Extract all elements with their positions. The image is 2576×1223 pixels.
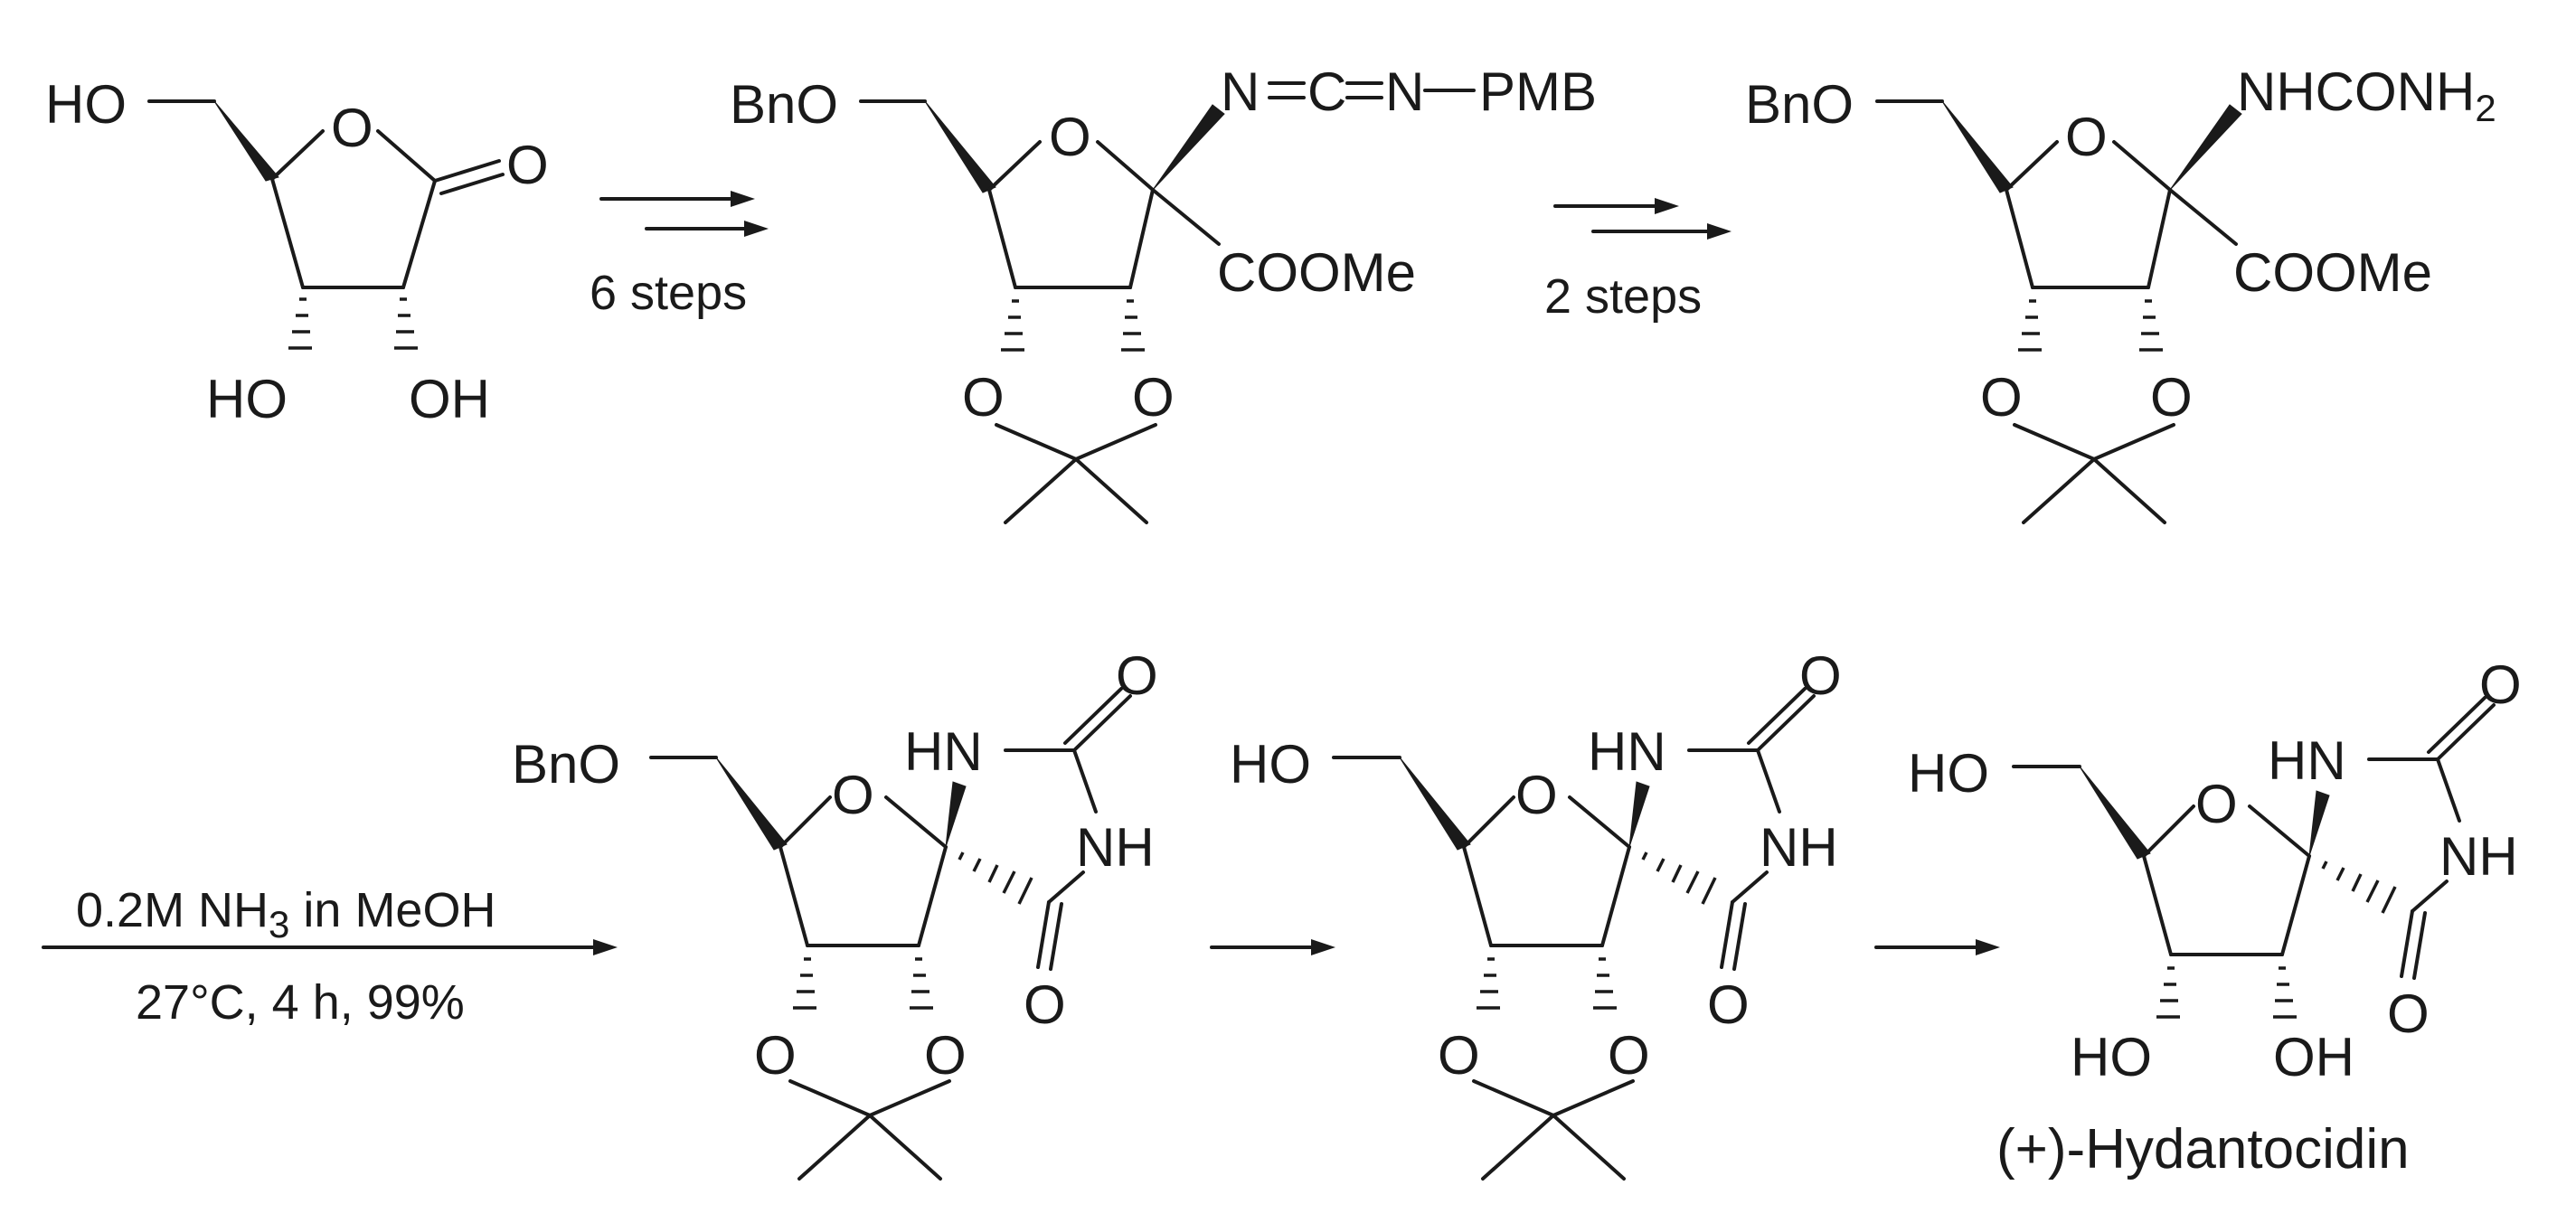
atom-label: COOMe — [2233, 242, 2432, 303]
reaction-arrow-3: 0.2M NH3 in MeOH 27°C, 4 h, 99% — [42, 883, 618, 1030]
hash-bond — [394, 297, 418, 350]
atom-label: O — [2479, 654, 2522, 715]
hash-bond — [2156, 966, 2180, 1019]
atom-label: O — [1438, 1025, 1480, 1086]
atom-label: O — [1707, 974, 1750, 1035]
hash-bond — [910, 957, 933, 1010]
atom-label: O — [1980, 367, 2023, 428]
atom-label: O — [2150, 367, 2193, 428]
hash-bond — [288, 297, 312, 350]
atom-label: HN — [2268, 730, 2346, 791]
hash-bond — [2273, 966, 2297, 1019]
hash-bond — [1121, 299, 1145, 352]
compound-3-urea: BnO O NHCONH2 COOMe O O — [1745, 61, 2496, 524]
atom-label: PMB — [1479, 61, 1597, 122]
atom-label: O — [754, 1025, 797, 1086]
atom-label: NH — [1760, 817, 1838, 878]
atom-label: N — [1385, 61, 1424, 122]
atom-label: NH — [2439, 826, 2518, 887]
reaction-arrow-1: 6 steps — [590, 191, 769, 320]
hash-bond — [2321, 861, 2397, 914]
atom-label: O — [1608, 1025, 1650, 1086]
atom-label: O — [2065, 107, 2108, 167]
atom-label: O — [832, 765, 874, 825]
compound-6-hydantocidin: HO O HN O NH O HO OH (+)-Hydantocidin — [1908, 654, 2522, 1181]
atom-label: HO — [206, 369, 288, 429]
reaction-arrow-2: 2 steps — [1544, 198, 1731, 324]
atom-label: N — [1221, 61, 1260, 122]
compound-2-carbodiimide: BnO O N C N PMB COOMe O O — [730, 61, 1597, 524]
atom-label: OH — [2273, 1027, 2354, 1087]
hash-bond — [1641, 851, 1717, 905]
atom-label: O — [962, 367, 1005, 428]
atom-label: C — [1307, 61, 1346, 122]
condition-label: 6 steps — [590, 266, 747, 320]
hash-bond — [958, 851, 1033, 905]
atom-label: O — [1049, 107, 1091, 167]
condition-label: 27°C, 4 h, 99% — [136, 975, 465, 1030]
hash-bond — [1477, 957, 1500, 1010]
hash-bond — [1001, 299, 1024, 352]
condition-label: 2 steps — [1544, 269, 1702, 324]
hash-bond — [2139, 299, 2163, 352]
atom-label: HN — [904, 721, 983, 782]
atom-label: O — [1132, 367, 1175, 428]
atom-label: BnO — [1745, 74, 1854, 135]
compound-5-spirohydantoin: HO O HN O NH O O O — [1230, 645, 1842, 1181]
atom-label: O — [331, 98, 373, 158]
atom-label: HN — [1588, 721, 1666, 782]
atom-label: O — [1515, 765, 1558, 825]
condition-label: 0.2M NH3 in MeOH — [76, 883, 495, 945]
atom-label: NHCONH2 — [2237, 61, 2496, 129]
atom-label: O — [2195, 774, 2238, 834]
reaction-arrow-5 — [1874, 939, 2000, 955]
atom-label: OH — [409, 369, 490, 429]
hash-bond — [1593, 957, 1617, 1010]
hash-bond — [2018, 299, 2042, 352]
hash-bond — [793, 957, 816, 1010]
atom-label: O — [506, 135, 549, 195]
atom-label: O — [1024, 974, 1066, 1035]
atom-label: O — [2387, 983, 2430, 1044]
atom-label: HO — [2071, 1027, 2152, 1087]
atom-label: NH — [1076, 817, 1155, 878]
atom-label: HO — [45, 74, 127, 135]
compound-4-spirohydantoin: BnO O HN O NH O O O — [512, 645, 1158, 1181]
atom-label: HO — [1908, 743, 1989, 804]
atom-label: BnO — [730, 74, 838, 135]
atom-label: O — [1116, 645, 1158, 706]
reaction-arrow-4 — [1210, 939, 1335, 955]
atom-label: O — [1799, 645, 1842, 706]
atom-label: HO — [1230, 734, 1311, 795]
compound-1-lactone: HO O O HO OH — [45, 74, 549, 429]
product-name: (+)-Hydantocidin — [1996, 1118, 2410, 1181]
atom-label: COOMe — [1217, 242, 1416, 303]
atom-label: O — [924, 1025, 967, 1086]
atom-label: BnO — [512, 734, 620, 795]
